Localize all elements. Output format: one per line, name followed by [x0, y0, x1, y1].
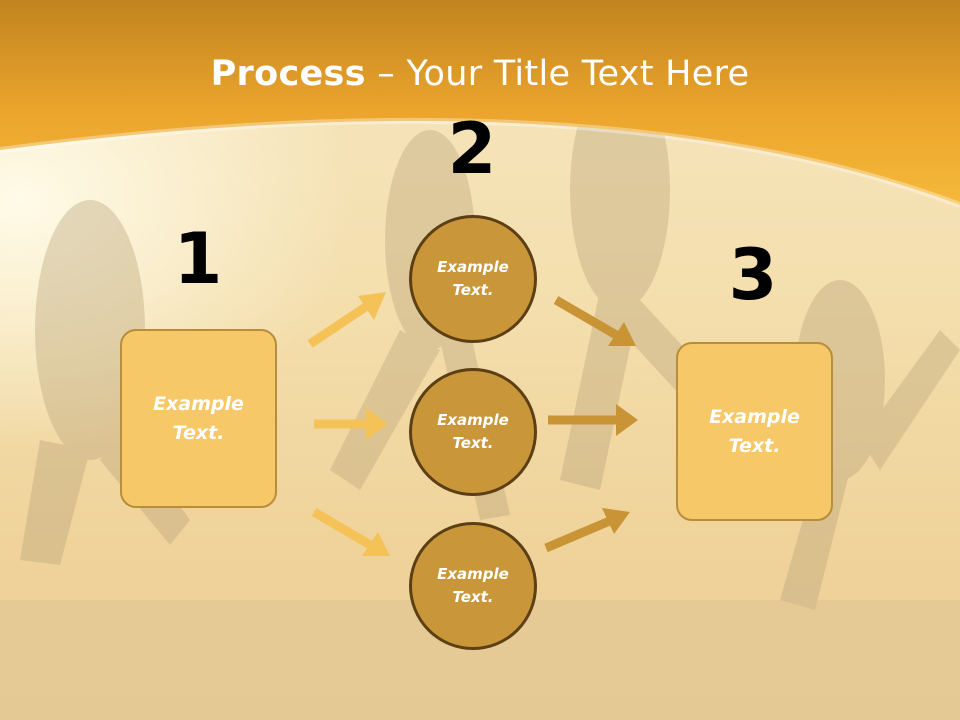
step-2-circle-bottom: Example Text. [409, 522, 537, 650]
page-title: Process – Your Title Text Here [0, 52, 960, 96]
arrow-2-up [544, 508, 630, 553]
header-band [0, 0, 960, 205]
arrow-1-down [311, 508, 390, 556]
step-2-circle-middle: Example Text. [409, 368, 537, 496]
step-2-circle-top: Example Text. [409, 215, 537, 343]
title-rest: – Your Title Text Here [365, 54, 750, 94]
step-1-box: Example Text. [120, 329, 277, 508]
arrow-1-up [307, 292, 386, 348]
step-3-box: Example Text. [676, 342, 833, 521]
step-number-3: 3 [728, 234, 778, 316]
arrow-2-down [553, 296, 636, 346]
title-bold: Process [210, 54, 366, 94]
step-number-1: 1 [173, 218, 223, 300]
step-number-2: 2 [447, 108, 497, 190]
arrow-1-mid [314, 408, 388, 440]
arrow-2-mid [548, 404, 638, 436]
header-curve [0, 117, 960, 208]
